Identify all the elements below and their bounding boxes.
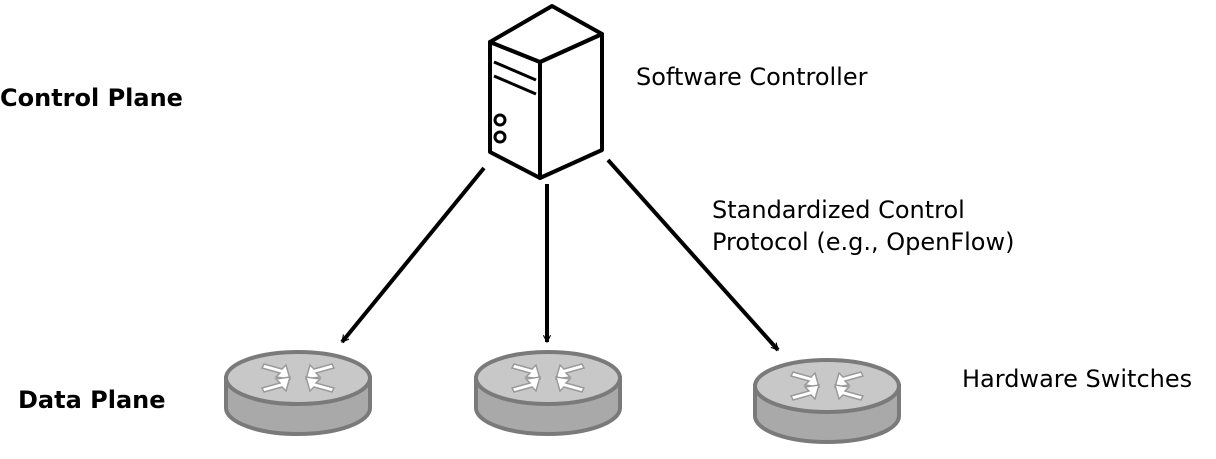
router-icon [753,358,901,444]
server-tower-icon [488,4,604,180]
protocol-label-line1: Standardized Control [712,196,965,224]
arrow-to-switch-1 [340,166,486,344]
router-icon [224,350,372,436]
hardware-switches-label: Hardware Switches [962,365,1193,393]
router-icon [474,350,622,436]
control-plane-label: Control Plane [0,84,183,112]
control-arrows [340,158,780,352]
arrow-to-switch-3 [606,158,780,352]
data-plane-label: Data Plane [18,386,166,414]
protocol-label-line2: Protocol (e.g., OpenFlow) [712,228,1015,256]
software-controller-label: Software Controller [636,63,868,91]
